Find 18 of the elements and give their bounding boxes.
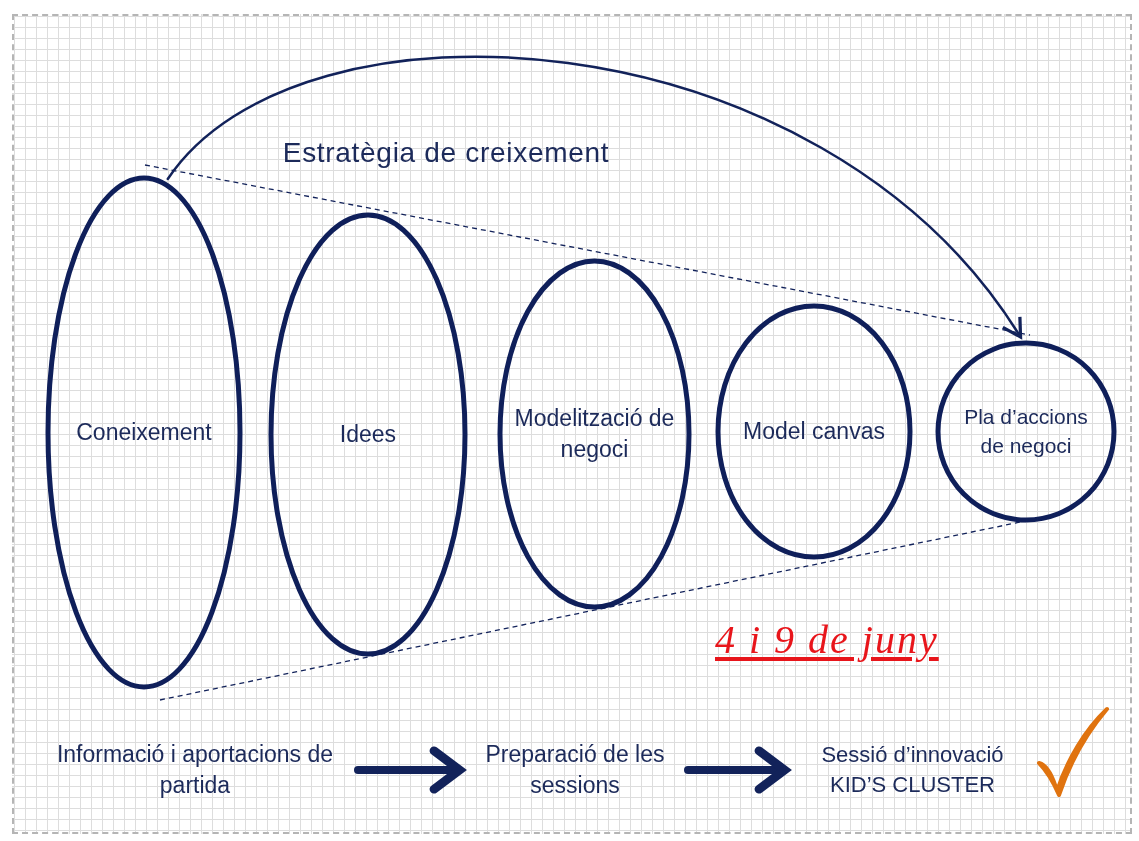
stage-ellipse	[935, 340, 1117, 523]
stage-ellipse	[268, 212, 468, 657]
stage-text: Sessió d’innovació KID’S CLUSTER	[820, 741, 1005, 799]
stage-text: Coneixement	[75, 417, 213, 447]
date-note: 4 i 9 de juny	[715, 616, 939, 664]
stage-ellipse	[45, 175, 243, 690]
stage-ellipse	[715, 303, 913, 560]
stage-text: Idees	[338, 419, 398, 449]
edge-label: Estratègia de creixement	[282, 136, 610, 170]
arrow	[684, 746, 789, 794]
stage-text: Pla d’accions de negoci	[963, 404, 1089, 459]
stage-text: Modelització de negoci	[513, 403, 676, 464]
arrow	[354, 746, 464, 794]
stage-text: Preparació de les sessions	[484, 739, 666, 800]
stage-text: Informació i aportacions de partida	[55, 739, 335, 800]
stage-ellipse	[497, 258, 692, 610]
stage-text: Model canvas	[742, 416, 886, 446]
arrow	[166, 55, 1023, 339]
